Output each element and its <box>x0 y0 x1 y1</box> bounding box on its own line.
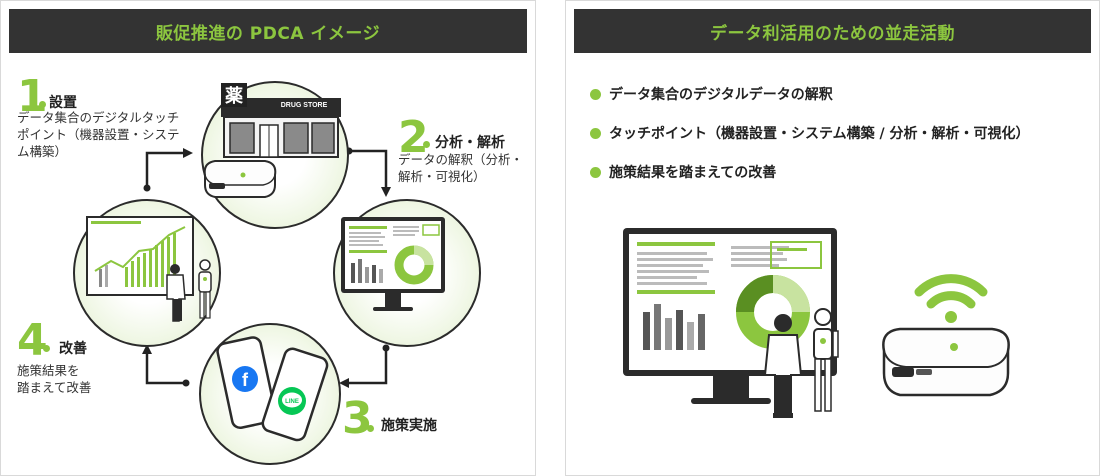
line-icon-label: LINE <box>285 399 299 405</box>
smartphone-icon <box>216 336 329 442</box>
person-icon <box>763 308 839 418</box>
presentation-board-icon <box>86 216 212 322</box>
facebook-icon: f <box>232 366 258 392</box>
arrow-improve-to-setup <box>143 148 193 192</box>
step-4-desc-line: 施策結果を <box>17 363 80 378</box>
device-hub-icon <box>203 160 277 198</box>
robot-icon <box>198 259 212 319</box>
bullet-item: タッチポイント（機器設置・システム構築 / 分析・解析・可視化） <box>590 123 1029 143</box>
step-1-desc-line: ポイント（機器設置・システ <box>17 127 180 142</box>
step-2-description: データの解釈（分析・ 解析・可視化） <box>398 151 533 185</box>
data-utilization-panel: データ利活用のための並走活動 データ集合のデジタルデータの解釈 タッチポイント（… <box>565 0 1100 476</box>
step-1-number: 1 <box>17 71 48 122</box>
bullet-dot <box>590 88 601 100</box>
drug-store-icon: 薬 DRUG STORE <box>221 83 341 158</box>
bullet-item: 施策結果を踏まえての改善 <box>590 162 776 182</box>
bullet-dot <box>590 166 601 178</box>
step-2-desc-line: データの解釈（分析・ <box>398 152 524 167</box>
pdca-cycle-arrows <box>142 147 391 388</box>
step-2-number: 2 <box>398 112 429 163</box>
bullet-dot <box>590 127 601 139</box>
store-sign-char: 薬 <box>225 86 243 107</box>
pdca-panel: 販促推進の PDCA イメージ 1 設置 デー <box>0 0 536 476</box>
line-icon: LINE <box>278 387 306 415</box>
arrow-action-to-improve <box>142 344 190 387</box>
data-utilization-panel-title: データ利活用のための並走活動 <box>574 9 1091 53</box>
step-4-description: 施策結果を 踏まえて改善 <box>17 362 137 396</box>
arrow-analysis-to-action <box>339 344 390 388</box>
monitor-dashboard-icon <box>341 217 445 311</box>
step-1-desc-line: データ集合のデジタルタッチ <box>17 110 180 125</box>
step-3-title: 施策実施 <box>381 418 437 434</box>
step-2-title: 分析・解析 <box>435 135 505 151</box>
wifi-icon <box>914 274 988 323</box>
step-2-dot <box>423 141 430 148</box>
step-1-description: データ集合のデジタルタッチ ポイント（機器設置・システ ム構築） <box>17 109 207 160</box>
step-1-desc-line: ム構築） <box>17 144 68 159</box>
step-3-dot <box>367 425 374 432</box>
step-3-number: 3 <box>342 393 373 444</box>
arrow-setup-to-analysis <box>345 147 391 197</box>
pdca-panel-title: 販促推進の PDCA イメージ <box>9 9 527 53</box>
bullet-text: データ集合のデジタルデータの解釈 <box>609 87 833 103</box>
step-4-number: 4 <box>17 315 48 366</box>
step-4-desc-line: 踏まえて改善 <box>17 380 92 395</box>
bullet-item: データ集合のデジタルデータの解釈 <box>590 84 833 104</box>
bullet-text: タッチポイント（機器設置・システム構築 / 分析・解析・可視化） <box>609 126 1030 142</box>
person-icon <box>166 264 186 322</box>
store-name-sign: DRUG STORE <box>281 102 328 109</box>
step-4-title: 改善 <box>59 341 87 357</box>
step-2-desc-line: 解析・可視化） <box>398 169 486 184</box>
robot-icon <box>813 308 839 412</box>
step-4-dot <box>43 345 50 352</box>
device-hub-icon <box>882 327 1010 397</box>
step-1-title: 設置 <box>49 95 77 111</box>
bullet-text: 施策結果を踏まえての改善 <box>609 165 777 181</box>
step-1-dot <box>39 101 46 108</box>
